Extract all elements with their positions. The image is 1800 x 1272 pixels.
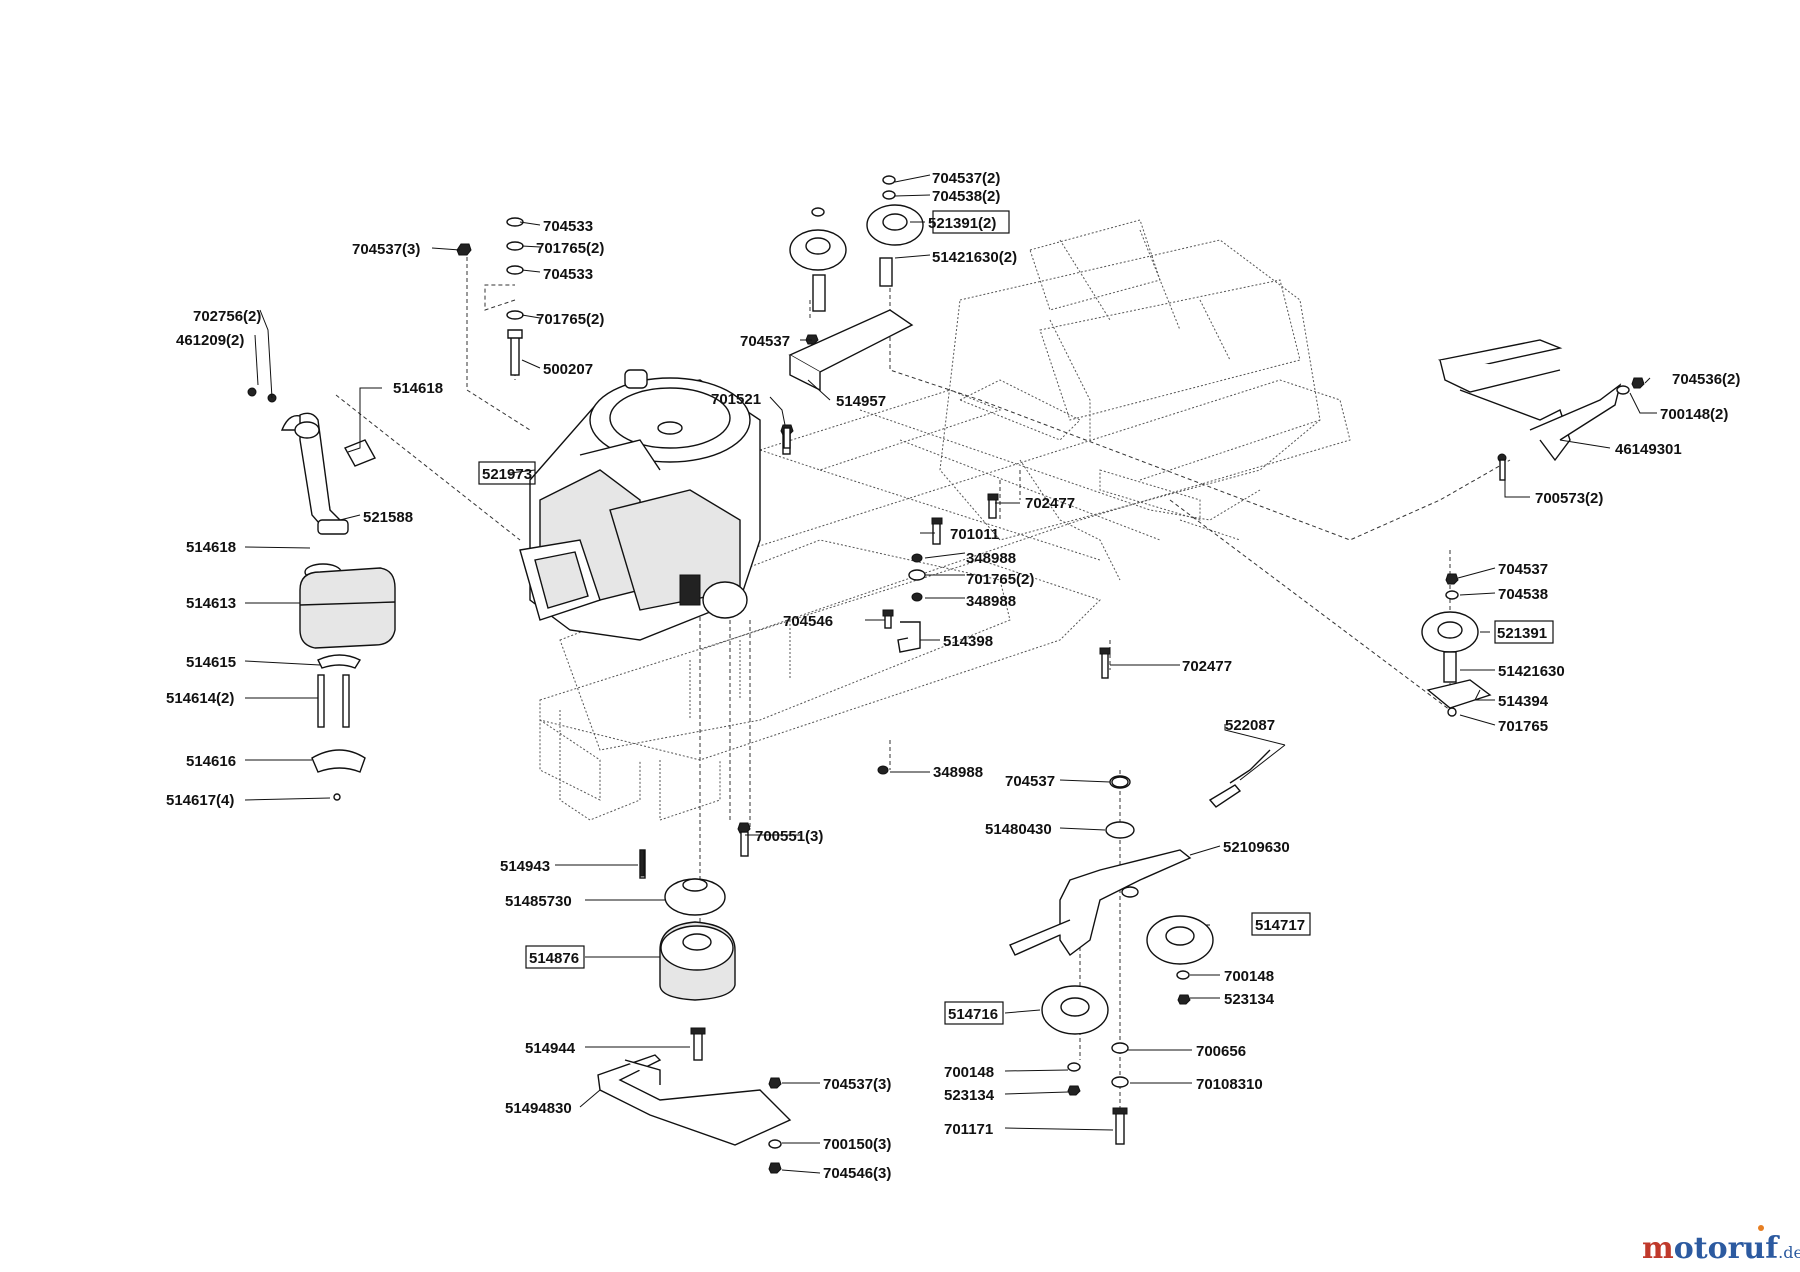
part-label: 521391(2) xyxy=(928,215,996,232)
part-label: 521588 xyxy=(363,509,413,526)
part-label: 348988 xyxy=(933,764,983,781)
part-label: 514615 xyxy=(186,654,236,671)
part-label: 522087 xyxy=(1225,717,1275,734)
part-label: 704533 xyxy=(543,266,593,283)
part-label: 348988 xyxy=(966,550,1016,567)
part-label: 52109630 xyxy=(1223,839,1290,856)
part-label: 514618 xyxy=(393,380,443,397)
part-label: 701171 xyxy=(944,1121,993,1138)
brand-logo: motoruf.de xyxy=(1642,1225,1800,1266)
part-label: 700148 xyxy=(944,1064,994,1081)
part-label: 701521 xyxy=(711,391,761,408)
part-label: 461209(2) xyxy=(176,332,244,349)
tension-assembly xyxy=(1009,744,1286,1145)
brand-letter-m: m xyxy=(1642,1231,1674,1266)
part-label: 523134 xyxy=(1224,991,1275,1008)
part-label: 51421630 xyxy=(1498,663,1565,680)
right-bracket-assembly xyxy=(1437,339,1645,481)
part-label: 701765 xyxy=(1498,718,1548,735)
part-label: 704538 xyxy=(1498,586,1548,603)
part-label: 701765(2) xyxy=(536,311,604,328)
part-label: 514616 xyxy=(186,753,236,770)
part-label: 702477 xyxy=(1025,495,1075,512)
part-label: 514876 xyxy=(529,950,579,967)
part-label: 700148 xyxy=(1224,968,1274,985)
hardware-stack xyxy=(456,217,524,376)
part-label: 700150(3) xyxy=(823,1136,891,1153)
part-label: 70108310 xyxy=(1196,1076,1263,1093)
part-label: 514717 xyxy=(1255,917,1305,934)
part-label: 514957 xyxy=(836,393,886,410)
part-label: 701765(2) xyxy=(536,240,604,257)
exhaust-assembly xyxy=(247,387,396,801)
part-label: 704537(2) xyxy=(932,170,1000,187)
part-label: 704536(2) xyxy=(1672,371,1740,388)
part-label: 700656 xyxy=(1196,1043,1246,1060)
part-label: 704537 xyxy=(1498,561,1548,578)
part-label: 702756(2) xyxy=(193,308,261,325)
part-label: 46149301 xyxy=(1615,441,1682,458)
part-label: 521391 xyxy=(1497,625,1547,642)
part-label: 51494830 xyxy=(505,1100,572,1117)
part-label: 523134 xyxy=(944,1087,995,1104)
idler-pulleys-top xyxy=(788,175,924,392)
part-label: 514398 xyxy=(943,633,993,650)
leader-lines xyxy=(244,174,1657,1174)
part-label: 521973 xyxy=(482,466,532,483)
part-label: 514943 xyxy=(500,858,550,875)
part-label: 51421630(2) xyxy=(932,249,1017,266)
pto-clutch-assembly xyxy=(597,822,792,1174)
brand-name-rest: otoruf xyxy=(1674,1231,1780,1266)
engine xyxy=(519,369,761,641)
part-label: 701765(2) xyxy=(966,571,1034,588)
brand-tld: .de xyxy=(1778,1243,1800,1262)
part-label: 514618 xyxy=(186,539,236,556)
part-label: 51480430 xyxy=(985,821,1052,838)
part-label: 700551(3) xyxy=(755,828,823,845)
chassis-frame xyxy=(539,219,1351,821)
part-label: 514617(4) xyxy=(166,792,234,809)
part-label: 704538(2) xyxy=(932,188,1000,205)
svg-text:motoruf.de: motoruf.de xyxy=(1642,1231,1800,1266)
part-label: 702477 xyxy=(1182,658,1232,675)
boxed-label-frames xyxy=(478,210,1554,1025)
part-label: 514716 xyxy=(948,1006,998,1023)
part-label: 514394 xyxy=(1498,693,1549,710)
part-label: 700573(2) xyxy=(1535,490,1603,507)
part-label: 704533 xyxy=(543,218,593,235)
part-label: 514944 xyxy=(525,1040,576,1057)
part-label: 704537(3) xyxy=(823,1076,891,1093)
part-label: 348988 xyxy=(966,593,1016,610)
part-label: 514614(2) xyxy=(166,690,234,707)
frame-hardware xyxy=(639,424,1129,877)
part-label: 704537(3) xyxy=(352,241,420,258)
part-label: 704546(3) xyxy=(823,1165,891,1182)
part-label: 51485730 xyxy=(505,893,572,910)
part-label: 700148(2) xyxy=(1660,406,1728,423)
part-label: 704546 xyxy=(783,613,833,630)
part-label: 514613 xyxy=(186,595,236,612)
part-label: 701011 xyxy=(950,526,999,543)
part-label: 704537 xyxy=(740,333,790,350)
part-labels: 704537(2) 704538(2) 521391(2) 51421630(2… xyxy=(166,170,1740,1182)
brand-dot-icon xyxy=(1758,1225,1764,1231)
assembly-lines xyxy=(335,250,1511,1120)
part-label: 704537 xyxy=(1005,773,1055,790)
right-idler-pulley xyxy=(1421,573,1492,717)
part-label: 500207 xyxy=(543,361,593,378)
